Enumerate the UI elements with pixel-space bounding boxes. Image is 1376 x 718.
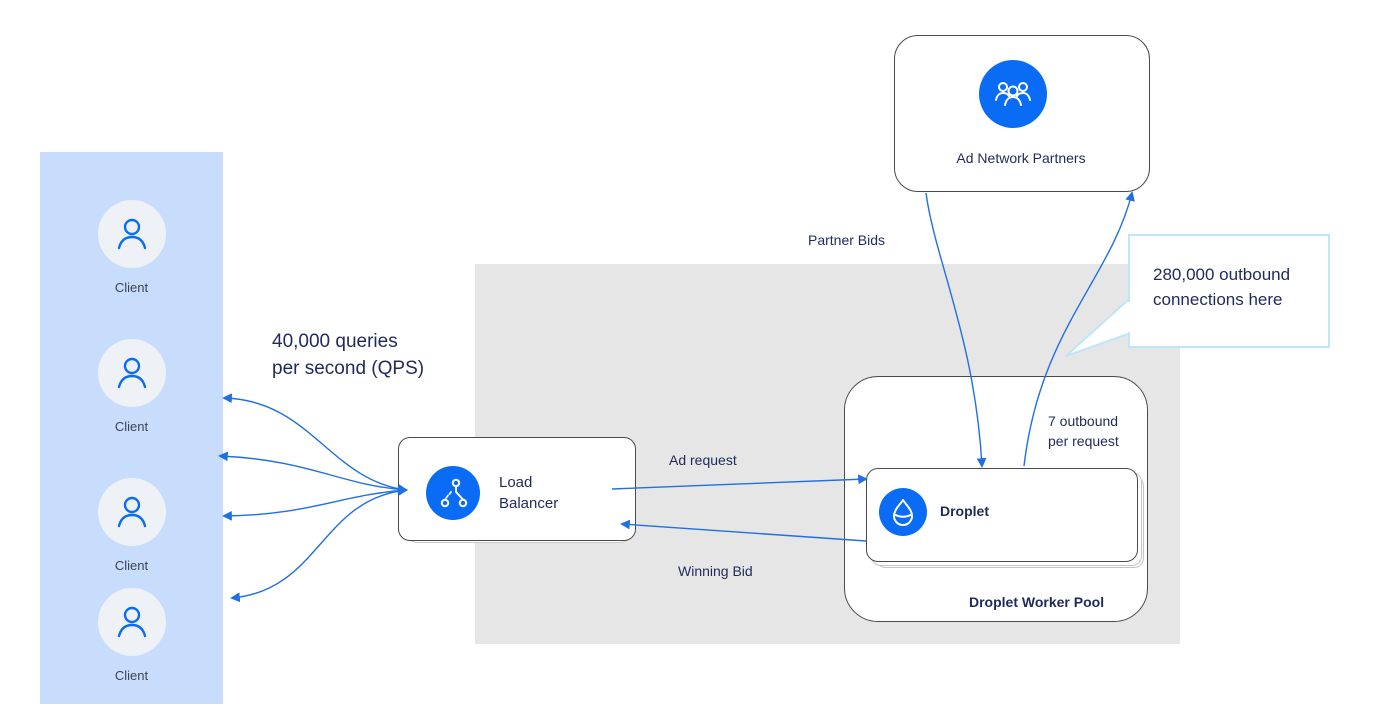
winning-bid-edge [620,519,867,542]
droplet-card[interactable]: Droplet [866,468,1138,562]
callout-line1: 280,000 outbound [1153,265,1291,284]
ad-request-edge [611,474,868,490]
droplet-stack[interactable]: Droplet [866,468,1144,568]
load-balancer-label-line2: Balancer [499,495,559,512]
partner-bids-edge [925,192,987,468]
client-3-edge [222,485,408,521]
load-balancer-card[interactable]: Load Balancer [398,437,636,541]
people-icon [979,60,1047,128]
outbound-connections-callout [1128,234,1330,348]
client-label: Client [114,558,149,573]
client-2-edge [218,451,408,495]
qps-label-line1: 40,000 queries [272,331,398,352]
load-balancer-label-line1: Load [499,474,533,491]
droplet-worker-pool-label: Droplet Worker Pool [969,594,1105,610]
user-icon [97,339,166,407]
outbound-edge [1023,191,1135,467]
outbound-per-request-line2: per request [1048,433,1119,449]
load-balancer-stack[interactable]: Load Balancer [398,437,636,543]
client-4-edge [230,486,408,603]
client-node-1[interactable]: Client [40,200,223,295]
ad-network-partners-label: Ad Network Partners [956,150,1086,166]
client-node-4[interactable]: Client [40,588,223,683]
user-icon [97,200,166,268]
qps-label-line2: per second (QPS) [272,358,425,379]
client-label: Client [114,668,149,683]
callout-line2: connections here [1153,290,1283,309]
droplet-icon [879,488,927,536]
droplet-label: Droplet [940,503,989,519]
client-node-3[interactable]: Client [40,478,223,573]
client-label: Client [114,280,149,295]
partner-bids-label: Partner Bids [808,232,886,248]
user-icon [97,478,166,546]
callout-pointer [1065,299,1129,357]
winning-bid-label: Winning Bid [678,563,753,579]
client-label: Client [114,419,149,434]
ad-request-label: Ad request [669,452,737,468]
outbound-per-request-line1: 7 outbound [1048,413,1119,429]
user-icon [97,588,166,656]
load-balancer-icon [426,466,480,520]
client-node-2[interactable]: Client [40,339,223,434]
client-1-edge [222,393,408,494]
